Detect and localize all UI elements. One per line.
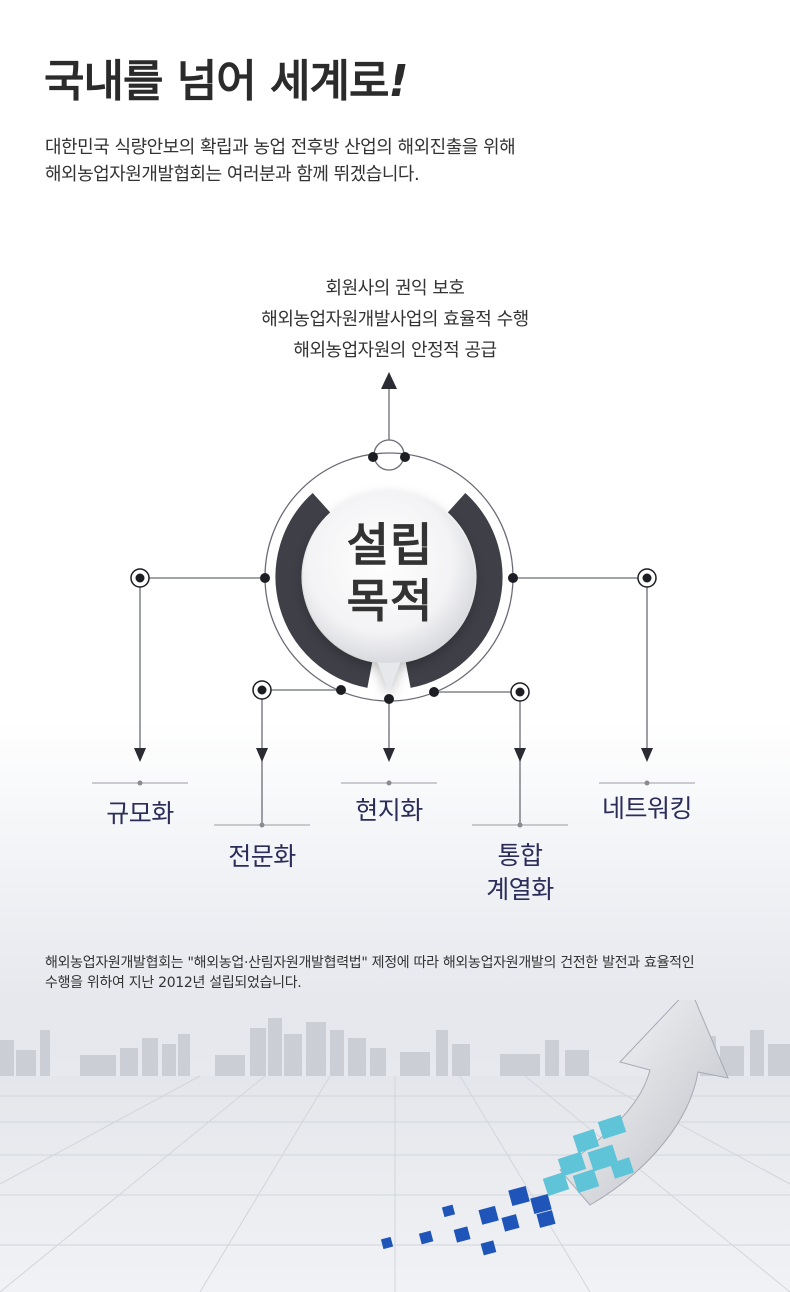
underline-dots [137,780,650,828]
connector-dot-icon [260,452,518,704]
branch-label-scale: 규모화 [106,799,174,828]
footnote-line-2: 수행을 위하여 지난 2012년 설립되었습니다. [45,975,302,991]
ring-segment-left [275,493,373,688]
lead-line-2: 해외농업자원개발협회는 여러분과 함께 뛰겠습니다. [45,164,420,185]
headline-exclamation: ! [388,56,408,107]
arrow-down-icon [134,748,653,762]
headline-text: 국내를 넘어 세계로 [44,56,389,107]
center-title-line-2: 목적 [346,574,434,628]
ring-segment-right [405,493,503,688]
branch-label-specialize: 전문화 [228,842,296,871]
top-connector-ring [373,439,405,471]
goal-item-3: 해외농업자원의 안정적 공급 [293,340,497,361]
footnote-line-1: 해외농업자원개발협회는 "해외농업·산림자원개발협력법" 제정에 따라 해외농업… [45,955,695,971]
arrow-up-icon [381,372,397,440]
goal-item-2: 해외농업자원개발사업의 효율적 수행 [261,309,529,330]
center-disc [303,491,475,692]
footnote: 해외농업자원개발협회는 "해외농업·산림자원개발협력법" 제정에 따라 해외농업… [45,953,765,993]
goal-list: 회원사의 권익 보호 해외농업자원개발사업의 효율적 수행 해외농업자원의 안정… [0,273,790,366]
purpose-diagram [92,372,695,828]
branch-label-integrate: 통합 계열화 [486,841,554,904]
branch-label-localize: 현지화 [355,796,423,825]
lead-line-1: 대한민국 식량안보의 확립과 농업 전후방 산업의 해외진출을 위해 [45,137,516,158]
ringed-endpoints [130,568,657,702]
center-title: 설립 목적 [290,517,490,629]
rising-arrow-icon [380,1000,729,1256]
lead-paragraph: 대한민국 식량안보의 확립과 농업 전후방 산업의 해외진출을 위해 해외농업자… [45,134,745,188]
center-title-line-1: 설립 [346,518,434,572]
branch-label-network: 네트워킹 [601,794,693,823]
goal-item-1: 회원사의 권익 보호 [325,278,465,299]
headline: 국내를 넘어 세계로! [44,56,409,107]
background-scene [0,1000,790,1292]
